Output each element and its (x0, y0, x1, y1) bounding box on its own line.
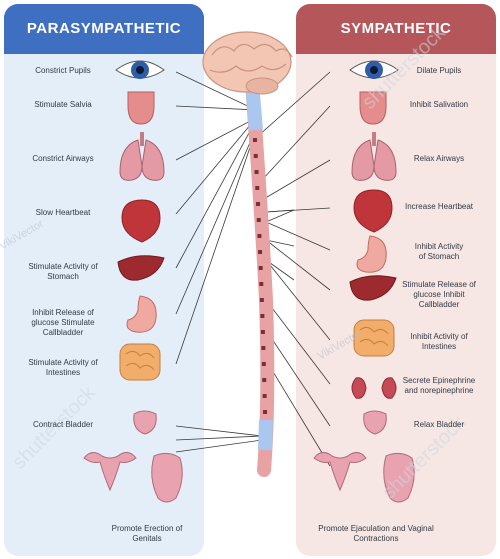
vertebra-dot (253, 138, 257, 142)
left-effect-label: Inhibit Release of glucose Stimulate Cal… (8, 308, 118, 338)
left-effect-label: Stimulate Activity of Stomach (8, 262, 118, 282)
right-effect-label: Promote Ejaculation and Vaginal Contract… (316, 524, 436, 544)
heart-icon (122, 200, 160, 242)
left-effect-label: Contract Bladder (8, 420, 118, 430)
vertebra-dot (262, 378, 266, 382)
vertebra-dot (263, 410, 267, 414)
female-genitals-icon (314, 452, 366, 490)
right-effect-label: Inhibit Salivation (384, 100, 494, 110)
vertebra-dot (254, 154, 258, 158)
nerve-line (176, 436, 262, 440)
left-effect-label: Stimulate Salvia (8, 100, 118, 110)
nerve-line (176, 106, 256, 110)
male-genitals-icon (152, 453, 183, 502)
right-effect-label: Relax Airways (384, 154, 494, 164)
nerve-line (266, 360, 330, 466)
vertebra-dot (256, 202, 260, 206)
vertebra-dot (257, 218, 261, 222)
nerve-line (176, 440, 262, 452)
right-effect-label: Inhibit Activity of Intestines (384, 332, 494, 352)
nerve-line (266, 222, 330, 250)
stomach-icon (357, 236, 386, 272)
nerve-line (176, 426, 262, 436)
vertebra-dot (263, 394, 267, 398)
right-effect-label: Increase Heartbeat (384, 202, 494, 212)
vertebra-dot (255, 170, 259, 174)
vertebra-dot (260, 298, 264, 302)
nerve-line (266, 240, 330, 290)
watermark: VikiVector (0, 218, 46, 253)
bladder-icon (364, 411, 387, 434)
left-effect-label: Slow Heartbeat (8, 208, 118, 218)
vertebra-dot (261, 346, 265, 350)
nerve-line (176, 118, 256, 160)
vertebra-dot (255, 186, 259, 190)
vertebra-dot (260, 314, 264, 318)
brain-icon (203, 32, 292, 94)
vertebra-dot (258, 250, 262, 254)
nerve-line (266, 330, 330, 426)
vertebra-dot (259, 266, 263, 270)
vertebra-dot (257, 234, 261, 238)
nerve-line (266, 300, 330, 384)
right-effect-label: Inhibit Activity of Stomach (384, 242, 494, 262)
nerve-line (176, 124, 258, 314)
nerve-line (176, 124, 258, 364)
left-effect-label: Promote Erection of Genitals (92, 524, 202, 544)
vertebra-dot (261, 330, 265, 334)
vertebra-dot (262, 362, 266, 366)
right-effect-label: Secrete Epinephrine and norepinephrine (384, 376, 494, 396)
vertebra-dot (259, 282, 263, 286)
tongue-icon (128, 92, 154, 124)
lungs-icon (120, 132, 164, 180)
nerve-line (266, 260, 330, 340)
female-genitals-icon (84, 452, 136, 490)
left-effect-label: Constrict Pupils (8, 66, 118, 76)
stomach-icon (127, 296, 156, 332)
bladder-icon (134, 411, 157, 434)
right-effect-label: Dilate Pupils (384, 66, 494, 76)
right-effect-label: Relax Bladder (384, 420, 494, 430)
nerve-line (262, 160, 330, 200)
left-effect-label: Constrict Airways (8, 154, 118, 164)
liver-icon (118, 256, 164, 280)
eye-icon (116, 61, 164, 79)
nerve-line (262, 106, 330, 180)
intestines-icon (120, 344, 160, 380)
left-effect-label: Stimulate Activity of Intestines (8, 358, 118, 378)
right-effect-label: Stimulate Release of glucose Inhibit Cal… (384, 280, 494, 310)
